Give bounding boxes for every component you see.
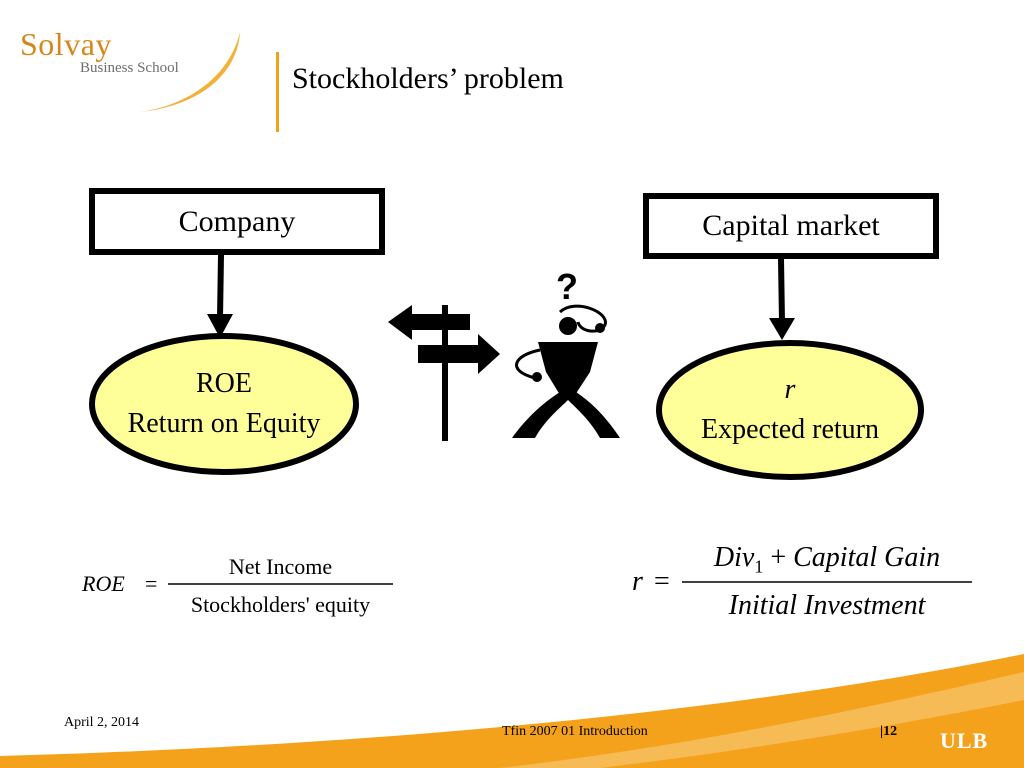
question-mark: ? <box>556 266 578 307</box>
arrow-company-to-roe <box>217 254 224 319</box>
r-denominator: Initial Investment <box>728 590 926 621</box>
company-label: Company <box>178 204 296 238</box>
r-numerator: Div1 + Capital Gain <box>682 542 972 578</box>
r-num-plus: + <box>770 542 787 573</box>
r-formula-lhs: r <box>632 566 643 597</box>
title-divider <box>276 52 279 132</box>
r-full: Expected return <box>700 414 880 445</box>
ulb-logo: ULB <box>940 728 989 753</box>
signpost-icon <box>388 305 500 441</box>
roe-full: Return on Equity <box>127 408 321 439</box>
footer-date: April 2, 2014 <box>64 715 140 730</box>
roe-numerator: Net Income <box>228 554 333 579</box>
r-num-div: Div <box>713 542 755 573</box>
arrow-head-left <box>207 314 233 338</box>
r-num-capital-gain: Capital Gain <box>793 542 941 573</box>
roe-formula-equals: = <box>145 571 158 596</box>
roe-ellipse <box>89 333 359 475</box>
company-box: Company <box>89 188 385 255</box>
r-ellipse <box>656 340 924 480</box>
r-symbol: r <box>784 374 796 405</box>
arrow-head-right <box>769 318 795 340</box>
confused-person-icon <box>512 304 620 438</box>
page-title: Stockholders’ problem <box>292 62 564 95</box>
r-formula-equals: = <box>654 566 670 597</box>
capital-market-box: Capital market <box>643 193 939 259</box>
footer-course: Tfin 2007 01 Introduction <box>502 724 648 739</box>
arrow-market-to-r <box>778 258 785 323</box>
page-number: |12 <box>880 724 898 739</box>
logo-business-school: Business School <box>80 60 179 76</box>
r-num-subscript: 1 <box>754 556 764 577</box>
logo-swoosh <box>140 32 240 112</box>
roe-ellipse-text: ROE Return on Equity <box>92 364 356 444</box>
roe-abbrev: ROE <box>196 368 252 399</box>
r-ellipse-text: r Expected return <box>659 370 921 450</box>
roe-formula-lhs: ROE <box>82 571 125 596</box>
roe-denominator: Stockholders' equity <box>190 592 371 617</box>
capital-market-label: Capital market <box>702 209 880 242</box>
logo-solvay: Solvay <box>20 26 112 62</box>
